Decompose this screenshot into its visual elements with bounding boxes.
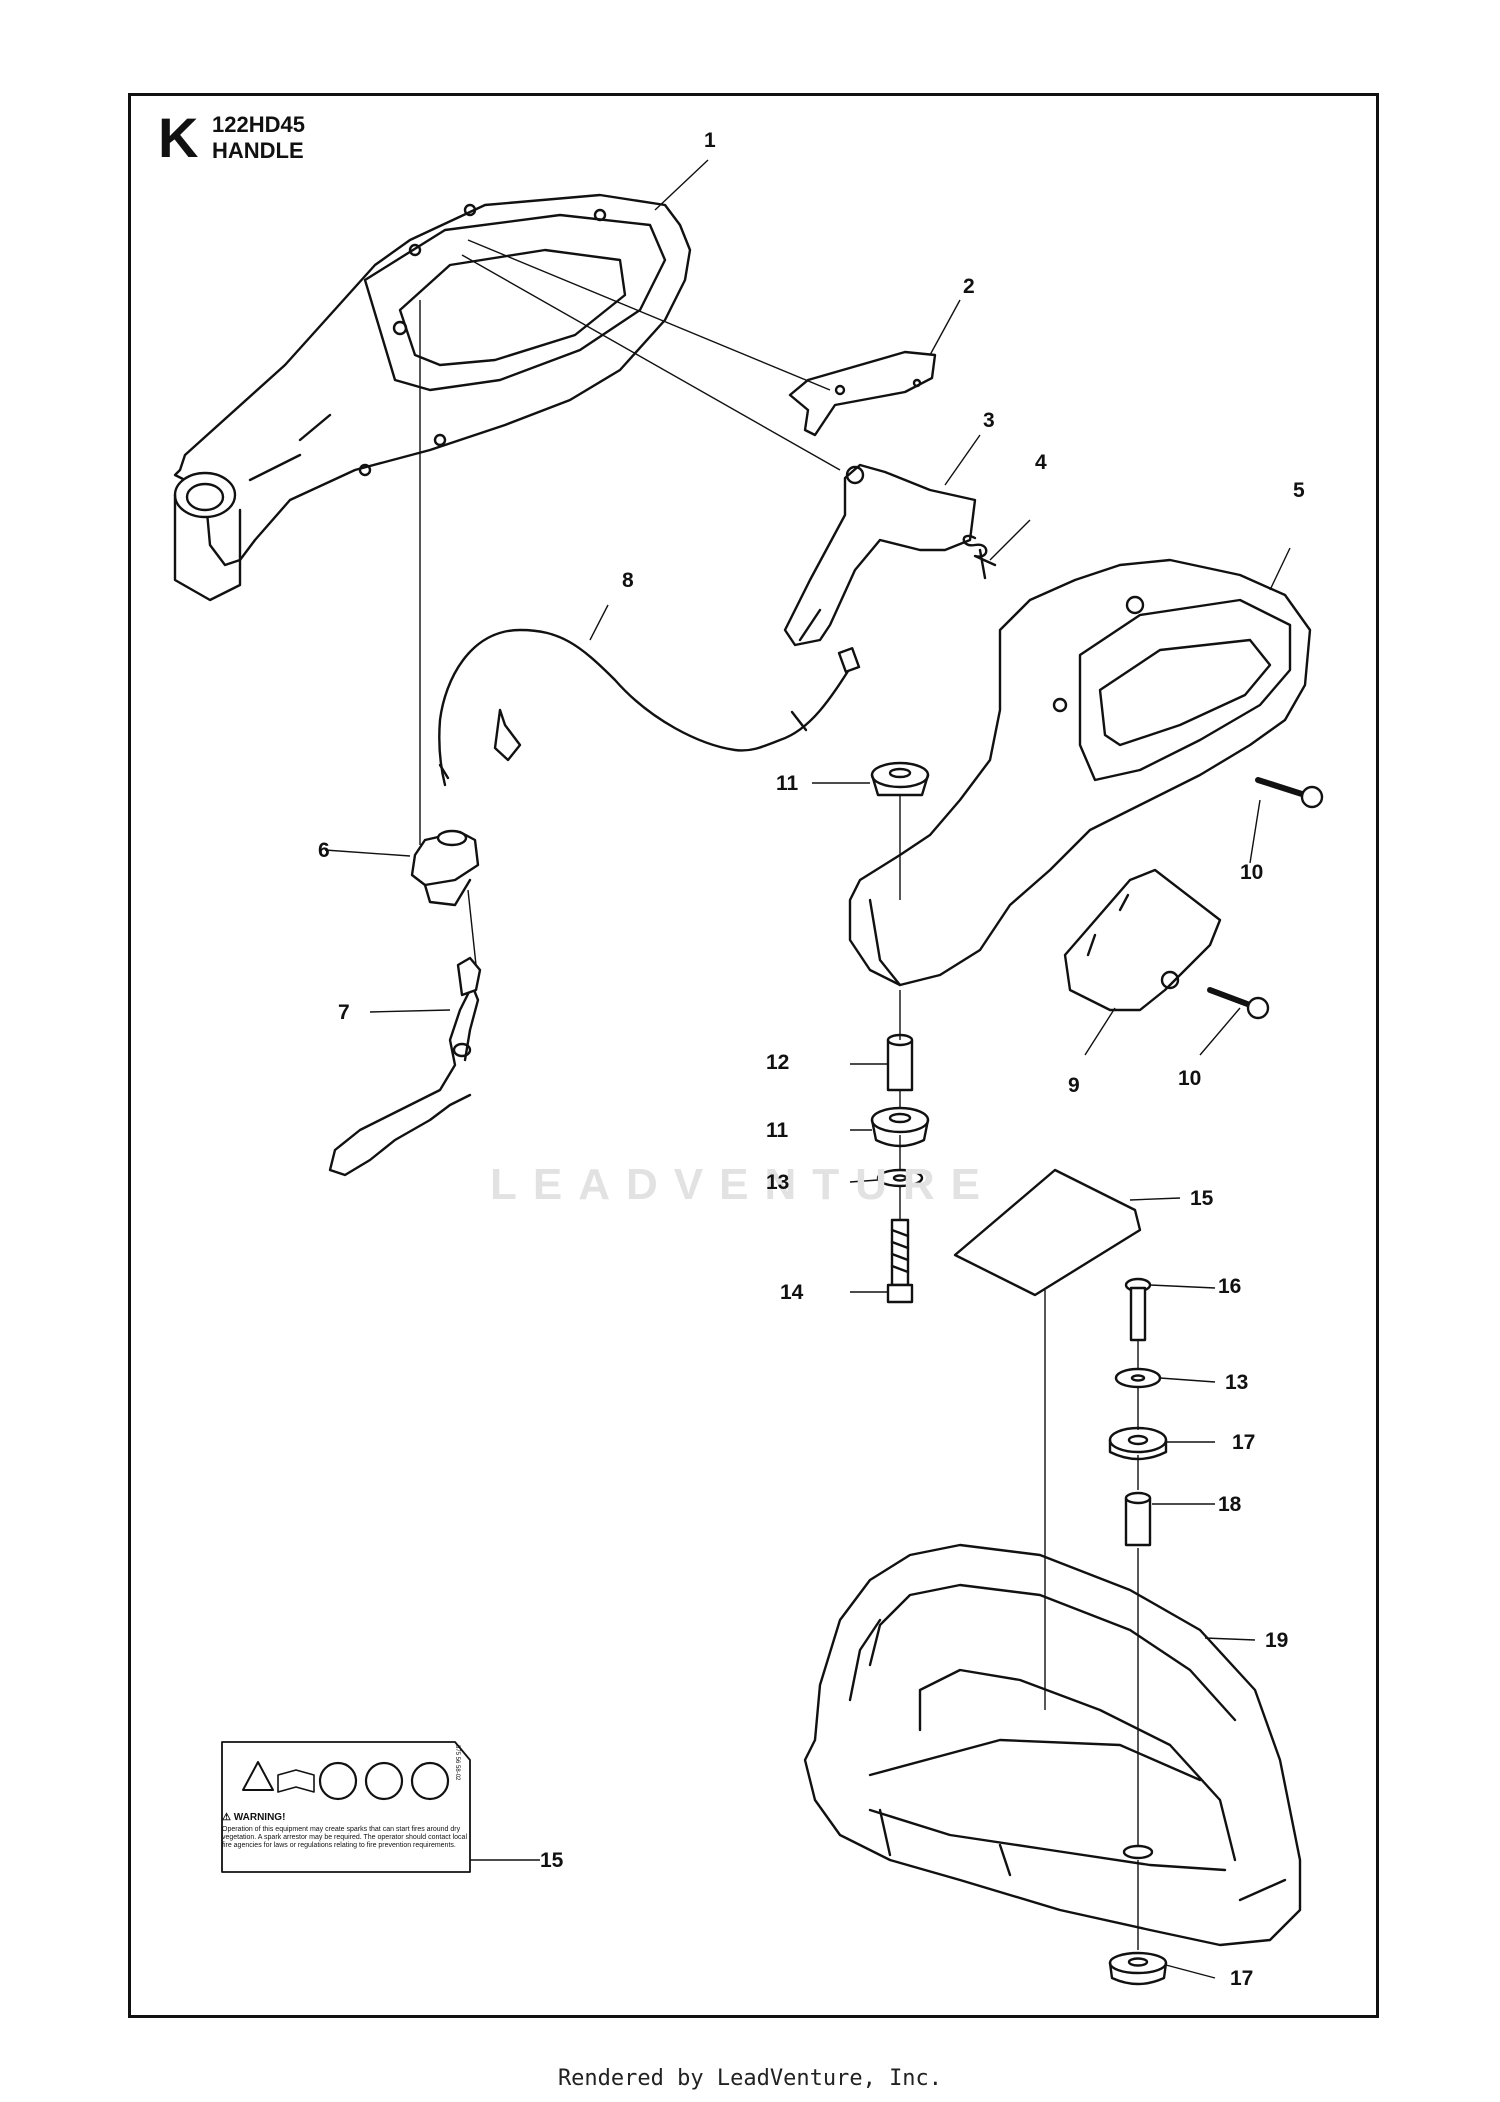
callout-11-upper[interactable]: 11: [776, 772, 799, 795]
part-6-stop-switch: [410, 829, 480, 907]
callout-10-upper[interactable]: 10: [1240, 861, 1264, 884]
callout-10-lower[interactable]: 10: [1178, 1067, 1202, 1090]
warning-triangle-icon: [242, 1761, 274, 1791]
part-19-front-handle: [803, 1543, 1302, 1947]
callout-14[interactable]: 14: [780, 1281, 804, 1304]
callout-13-right[interactable]: 13: [1225, 1371, 1249, 1394]
callout-6[interactable]: 6: [318, 839, 330, 862]
callout-16[interactable]: 16: [1218, 1275, 1242, 1298]
watermark: LEADVENTURE: [490, 1160, 997, 1209]
gloves-icon: [364, 1761, 404, 1801]
part-1-handle-housing: [173, 193, 692, 602]
part-9-cover: [1063, 868, 1222, 1012]
part-10-screw-lower: [1207, 987, 1270, 1020]
callout-13-left[interactable]: 13: [766, 1171, 790, 1194]
part-12-spacer: [886, 1033, 914, 1092]
part-14-bolt: [886, 1218, 914, 1304]
callout-3[interactable]: 3: [983, 409, 995, 432]
callout-1[interactable]: 1: [704, 129, 716, 152]
manual-icon: [277, 1769, 315, 1793]
part-3-throttle-trigger: [783, 463, 977, 647]
callout-9[interactable]: 9: [1068, 1074, 1080, 1097]
section-title: HANDLE: [212, 138, 304, 163]
leader-lines: [324, 159, 1291, 1979]
callout-2[interactable]: 2: [963, 275, 975, 298]
part-15-decal-sheet: [953, 1168, 1142, 1297]
model-number: 122HD45: [212, 112, 305, 137]
callout-7[interactable]: 7: [338, 1001, 350, 1024]
part-2-throttle-lockout: [788, 350, 937, 437]
callout-17-upper[interactable]: 17: [1232, 1431, 1256, 1454]
callout-15-lower[interactable]: 15: [540, 1849, 564, 1872]
decal-warning-text: Operation of this equipment may create s…: [222, 1826, 468, 1849]
callout-17-lower[interactable]: 17: [1230, 1967, 1254, 1990]
decal-warning-heading: ⚠ WARNING!: [222, 1812, 286, 1823]
callout-4[interactable]: 4: [1035, 451, 1047, 474]
diagram-frame: [128, 93, 1379, 2018]
boots-icon: [410, 1761, 450, 1801]
part-7-wire-harness: [328, 956, 482, 1177]
callout-15-upper[interactable]: 15: [1190, 1187, 1214, 1210]
section-letter: K: [158, 106, 199, 169]
part-15-warning-decal: [221, 1741, 471, 1873]
footer-credit: Rendered by LeadVenture, Inc.: [557, 2066, 943, 2091]
callout-8[interactable]: 8: [622, 569, 634, 592]
face-protection-icon: [318, 1761, 358, 1801]
part-10-screw-upper: [1255, 777, 1324, 809]
part-16-screw: [1124, 1277, 1152, 1342]
part-17-spacer-lower: [1108, 1951, 1168, 1986]
callout-12[interactable]: 12: [766, 1051, 790, 1074]
part-5-front-housing: [848, 558, 1312, 987]
callout-5[interactable]: 5: [1293, 479, 1305, 502]
part-17-spacer-upper: [1108, 1426, 1168, 1461]
callout-19[interactable]: 19: [1265, 1629, 1289, 1652]
part-18-spacer: [1124, 1491, 1152, 1547]
part-4-spring: [962, 534, 997, 580]
callout-18[interactable]: 18: [1218, 1493, 1242, 1516]
part-11-grommet-upper: [870, 761, 930, 797]
part-8-throttle-cable: [438, 628, 861, 787]
decal-part-code: 575 56 58-02: [454, 1745, 460, 1781]
callout-11-lower[interactable]: 11: [766, 1119, 789, 1142]
